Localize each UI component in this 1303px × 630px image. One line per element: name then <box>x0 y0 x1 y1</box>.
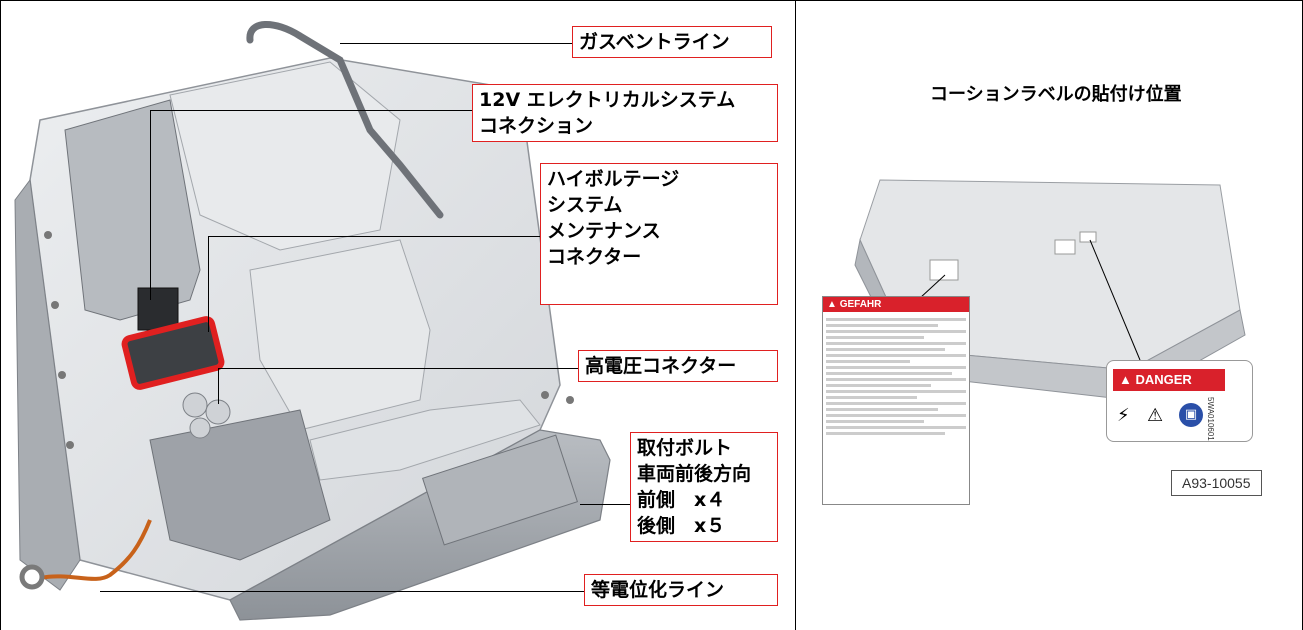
label-equipotential-line: 等電位化ライン <box>584 574 778 606</box>
label-text: 等電位化ライン <box>591 579 725 601</box>
warning-triangle-icon: ▲ <box>1119 372 1136 387</box>
label-text: ハイボルテージ <box>547 168 680 190</box>
label-hv-connector: 高電圧コネクター <box>578 350 778 382</box>
gefahr-text: GEFAHR <box>839 299 882 310</box>
danger-warning-label: ▲ DANGER ⚡ ⚠ ▣ 5WA010601 <box>1106 360 1253 442</box>
electric-hazard-icon: ⚡ <box>1117 405 1130 426</box>
pack-label-sticker-3 <box>1079 231 1097 243</box>
label-mount-bolts: 取付ボルト 車両前後方向 前側 x４ 後側 x５ <box>630 432 778 542</box>
label-text: システム <box>547 194 623 216</box>
label-hv-maintenance-connector: ハイボルテージ システム メンテナンス コネクター <box>540 163 778 305</box>
leader-hv-connector-drop <box>218 368 219 404</box>
pack-label-sticker <box>929 259 959 281</box>
lv-connector-body <box>137 287 179 331</box>
gefahr-fine-print <box>823 312 969 441</box>
electronics-module <box>64 99 201 321</box>
leader-lv-connection-drop <box>150 110 151 300</box>
danger-header: ▲ DANGER <box>1113 369 1225 391</box>
label-text: コネクター <box>547 246 642 268</box>
figure-code: A93-10055 <box>1171 470 1262 496</box>
danger-text: DANGER <box>1135 372 1192 387</box>
label-text: 取付ボルト <box>637 437 733 459</box>
maintenance-connector-highlight <box>121 316 225 390</box>
leader-lv-connection <box>150 110 472 111</box>
leader-hv-maintenance-drop <box>208 236 209 332</box>
label-text: メンテナンス <box>547 220 661 242</box>
leader-bolts <box>580 504 630 505</box>
battery-pack-illustration <box>14 21 765 621</box>
label-gas-vent-line: ガスベントライン <box>572 26 772 58</box>
leader-equipotential <box>100 591 584 592</box>
frame-top-border <box>0 0 1303 1</box>
mount-bolt <box>51 301 59 309</box>
electrocution-icon: ⚠ <box>1147 405 1164 426</box>
hv-connector-disc-3 <box>189 417 211 439</box>
lower-module <box>149 409 331 561</box>
label-text: 車両前後方向 <box>637 463 752 485</box>
mount-bolt <box>66 441 74 449</box>
mount-bolt <box>58 371 66 379</box>
equipotential-cable <box>39 519 152 581</box>
pack-cover-panel-3 <box>309 399 541 481</box>
label-text: 後側 x５ <box>637 515 726 537</box>
label-text: コネクション <box>479 115 594 137</box>
hv-connector-disc-1 <box>182 392 208 418</box>
leader-hv-connector <box>218 368 578 369</box>
mount-bolt <box>541 391 549 399</box>
mount-bolt <box>44 231 52 239</box>
label-text: 前側 x４ <box>637 489 726 511</box>
label-12v-connection: 12V エレクトリカルシステム コネクション <box>472 84 778 142</box>
equipotential-ring-terminal <box>19 564 45 590</box>
mount-bolt <box>566 396 574 404</box>
gas-vent-hose <box>246 21 444 219</box>
label-text: 高電圧コネクター <box>585 355 737 377</box>
caution-label-title: コーションラベルの貼付け位置 <box>930 84 1182 105</box>
terminal-block <box>421 434 579 546</box>
panel-divider <box>795 0 796 630</box>
read-manual-icon: ▣ <box>1179 403 1203 427</box>
pointer-danger <box>1089 239 1141 361</box>
pack-cover-panel-2 <box>249 239 431 431</box>
pack-cover-panel-1 <box>169 61 401 251</box>
gefahr-header: ▲ GEFAHR <box>823 297 969 312</box>
gefahr-warning-label: ▲ GEFAHR <box>822 296 970 505</box>
pack-label-sticker-2 <box>1054 239 1076 255</box>
label-text: ガスベントライン <box>579 31 730 53</box>
leader-hv-maintenance <box>208 236 540 237</box>
leader-gas-vent <box>340 43 572 44</box>
pointer-gefahr <box>919 274 946 299</box>
warning-triangle-icon: ▲ <box>827 299 837 310</box>
side-code: 5WA010601 <box>1206 397 1215 441</box>
frame-left-border <box>0 0 1 630</box>
label-text: 12V エレクトリカルシステム <box>479 89 736 111</box>
